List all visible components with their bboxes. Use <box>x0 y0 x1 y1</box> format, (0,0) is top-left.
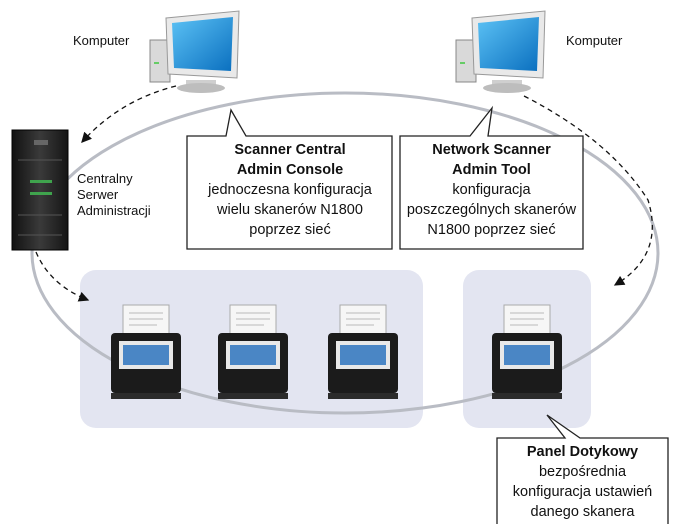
touch-panel-body-1: bezpośrednia <box>538 464 627 480</box>
network-tool-title-2: Admin Tool <box>452 162 531 178</box>
central-console-title-2: Admin Console <box>236 162 344 178</box>
network-ring <box>30 91 660 415</box>
scanner-2-icon <box>218 304 288 399</box>
server-label-line-1: Centralny <box>77 171 133 186</box>
computer-right-label: Komputer <box>566 33 623 48</box>
scanner-3-icon <box>328 304 398 399</box>
network-tool-body-2: poszczególnych skanerów <box>406 202 577 218</box>
network-tool-body-3: N1800 poprzez sieć <box>427 222 556 238</box>
central-console-body-3: poprzez sieć <box>249 222 331 238</box>
server-tower-icon <box>11 129 69 251</box>
computer-right-icon <box>455 10 546 93</box>
computer-left-label: Komputer <box>73 33 130 48</box>
central-console-body-2: wielu skanerów N1800 <box>217 202 363 218</box>
arrow-server-to-scanners <box>35 251 90 302</box>
callout-network-tool-text: Network Scanner Admin Tool konfiguracja … <box>400 140 583 240</box>
touch-panel-body-3: danego skanera <box>530 504 635 520</box>
server-label-line-3: Administracji <box>77 203 151 218</box>
callout-touch-panel-text: Panel Dotykowy bezpośrednia konfiguracja… <box>497 442 668 522</box>
scanner-4-icon <box>492 304 562 399</box>
server-label: Centralny Serwer Administracji <box>77 171 151 219</box>
touch-panel-title: Panel Dotykowy <box>526 444 639 460</box>
central-console-body-1: jednoczesna konfiguracja <box>208 182 372 198</box>
touch-panel-body-2: konfiguracja ustawień <box>512 484 653 500</box>
scanner-1-icon <box>111 304 181 399</box>
arrow-computer-to-server <box>81 85 177 143</box>
callout-network-tool-box <box>399 105 584 250</box>
central-console-title-1: Scanner Central <box>234 142 346 158</box>
arrow-computer-to-scanner <box>523 95 653 286</box>
server-label-line-2: Serwer <box>77 187 119 202</box>
network-tool-title-1: Network Scanner <box>432 142 551 158</box>
network-tool-body-1: konfiguracja <box>452 182 531 198</box>
computer-left-icon <box>149 10 240 93</box>
callout-central-console-box <box>186 108 393 250</box>
callout-touch-panel-box <box>496 414 669 524</box>
callout-central-console-text: Scanner Central Admin Console jednoczesn… <box>188 140 392 240</box>
